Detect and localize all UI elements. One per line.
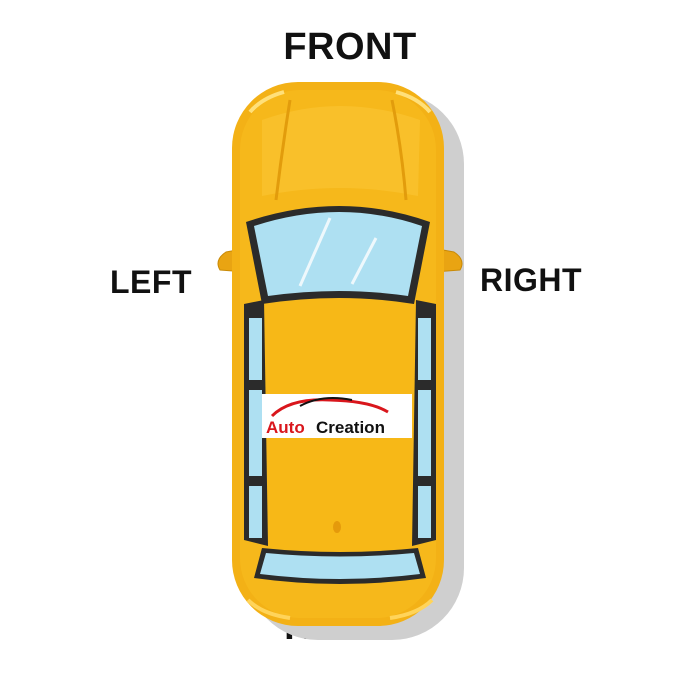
left-window-rear — [249, 486, 262, 538]
logo-word-auto: Auto — [266, 418, 305, 437]
right-window-front — [418, 318, 431, 380]
right-window-rear — [418, 486, 431, 538]
wiper-right — [350, 237, 378, 285]
antenna — [333, 521, 341, 533]
left-window-front — [249, 318, 262, 380]
logo-word-creation: Creation — [316, 418, 385, 437]
right-label: RIGHT — [480, 262, 583, 298]
headlight-right — [395, 90, 432, 114]
left-label: LEFT — [110, 264, 192, 300]
rear-light-right — [389, 598, 434, 620]
rear-light-left — [246, 598, 291, 620]
right-window-middle — [418, 390, 431, 476]
left-window-middle — [249, 390, 262, 476]
logo-swoosh — [270, 398, 389, 418]
windshield — [254, 212, 422, 296]
hood-crease-left — [274, 99, 292, 201]
hood-crease-right — [390, 99, 408, 201]
logo-swoosh-roof — [299, 397, 353, 407]
rear-window — [260, 553, 420, 579]
wiper-left — [298, 217, 332, 287]
hood-highlight — [262, 106, 420, 196]
headlight-left — [248, 90, 285, 114]
front-label: FRONT — [283, 26, 417, 68]
